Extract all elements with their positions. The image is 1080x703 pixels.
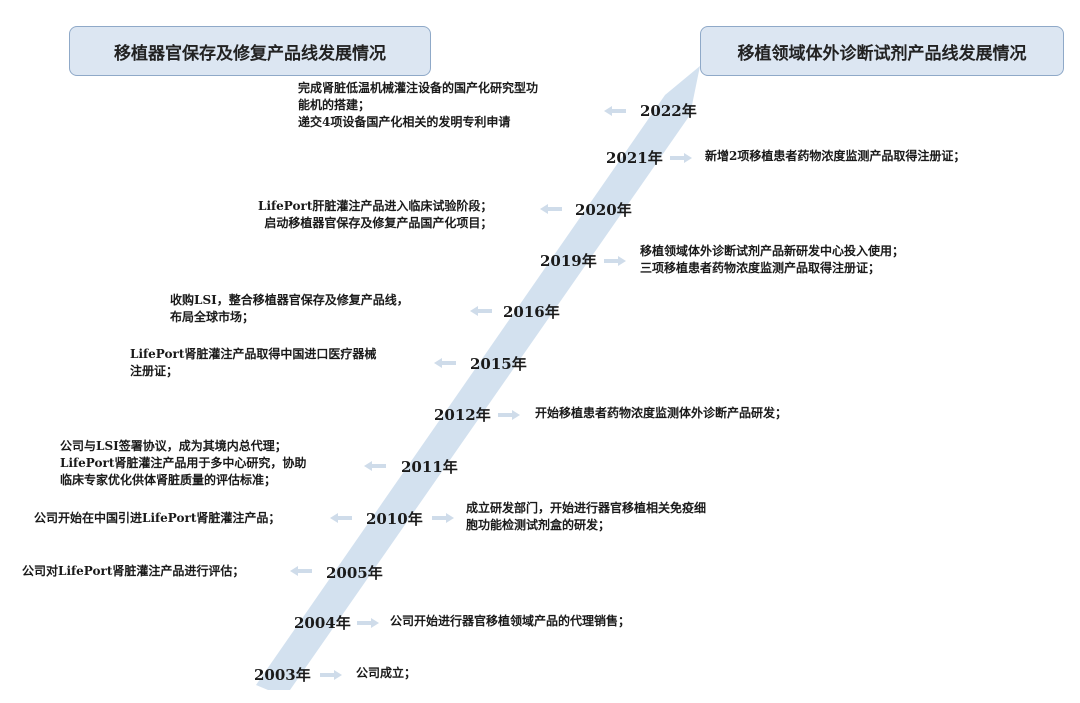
arrow-left-icon: [364, 461, 386, 471]
year-2015: 2015年: [470, 355, 527, 373]
event-2020-desc: LifePort肝脏灌注产品进入临床试验阶段；启动移植器官保存及修复产品国产化项…: [258, 199, 493, 230]
arrow-right-icon: [670, 153, 692, 163]
year-2019: 2019年: [540, 252, 597, 270]
arrow-left-icon: [540, 204, 562, 214]
year-2022: 2022年: [640, 102, 697, 120]
event-2016-desc: 收购LSI，整合移植器官保存及修复产品线，布局全球市场；: [170, 293, 409, 324]
event-2019-desc: 移植领域体外诊断试剂产品新研发中心投入使用；三项移植患者药物浓度监测产品取得注册…: [640, 244, 905, 275]
event-2011-desc: 公司与LSI签署协议，成为其境内总代理；LifePort肾脏灌注产品用于多中心研…: [60, 439, 307, 487]
year-2004: 2004年: [294, 614, 351, 632]
event-2003-desc: 公司成立；: [356, 666, 417, 680]
arrow-right-icon: [320, 670, 342, 680]
arrow-left-icon: [290, 566, 312, 576]
year-2016: 2016年: [503, 303, 560, 321]
year-2021: 2021年: [606, 149, 663, 167]
year-2011: 2011年: [401, 458, 458, 476]
timeline-band-shape: [256, 66, 700, 690]
arrow-left-icon: [470, 306, 492, 316]
year-2020: 2020年: [575, 201, 632, 219]
event-2010-left-desc: 公司开始在中国引进LifePort肾脏灌注产品；: [34, 511, 281, 525]
year-2005: 2005年: [326, 564, 383, 582]
arrow-right-icon: [357, 618, 379, 628]
year-2012: 2012年: [434, 406, 491, 424]
arrow-right-icon: [498, 410, 520, 420]
year-2010: 2010年: [366, 510, 423, 528]
event-2004-desc: 公司开始进行器官移植领域产品的代理销售；: [390, 614, 631, 628]
event-2005-desc: 公司对LifePort肾脏灌注产品进行评估；: [22, 564, 245, 578]
left-section-header: 移植器官保存及修复产品线发展情况: [69, 26, 431, 76]
arrow-left-icon: [434, 358, 456, 368]
event-2010-right-desc: 成立研发部门，开始进行器官移植相关免疫细胞功能检测试剂盒的研发；: [466, 501, 707, 532]
right-section-header: 移植领域体外诊断试剂产品线发展情况: [700, 26, 1064, 76]
arrow-left-icon: [330, 513, 352, 523]
arrow-left-icon: [604, 106, 626, 116]
year-2003: 2003年: [254, 666, 311, 684]
arrow-right-icon: [432, 513, 454, 523]
event-2012-desc: 开始移植患者药物浓度监测体外诊断产品研发；: [535, 406, 788, 420]
arrow-right-icon: [604, 256, 626, 266]
event-2015-desc: LifePort肾脏灌注产品取得中国进口医疗器械注册证；: [130, 347, 377, 378]
event-2021-desc: 新增2项移植患者药物浓度监测产品取得注册证；: [705, 149, 966, 163]
event-2022-desc: 完成肾脏低温机械灌注设备的国产化研究型功能机的搭建；递交4项设备国产化相关的发明…: [298, 81, 539, 129]
